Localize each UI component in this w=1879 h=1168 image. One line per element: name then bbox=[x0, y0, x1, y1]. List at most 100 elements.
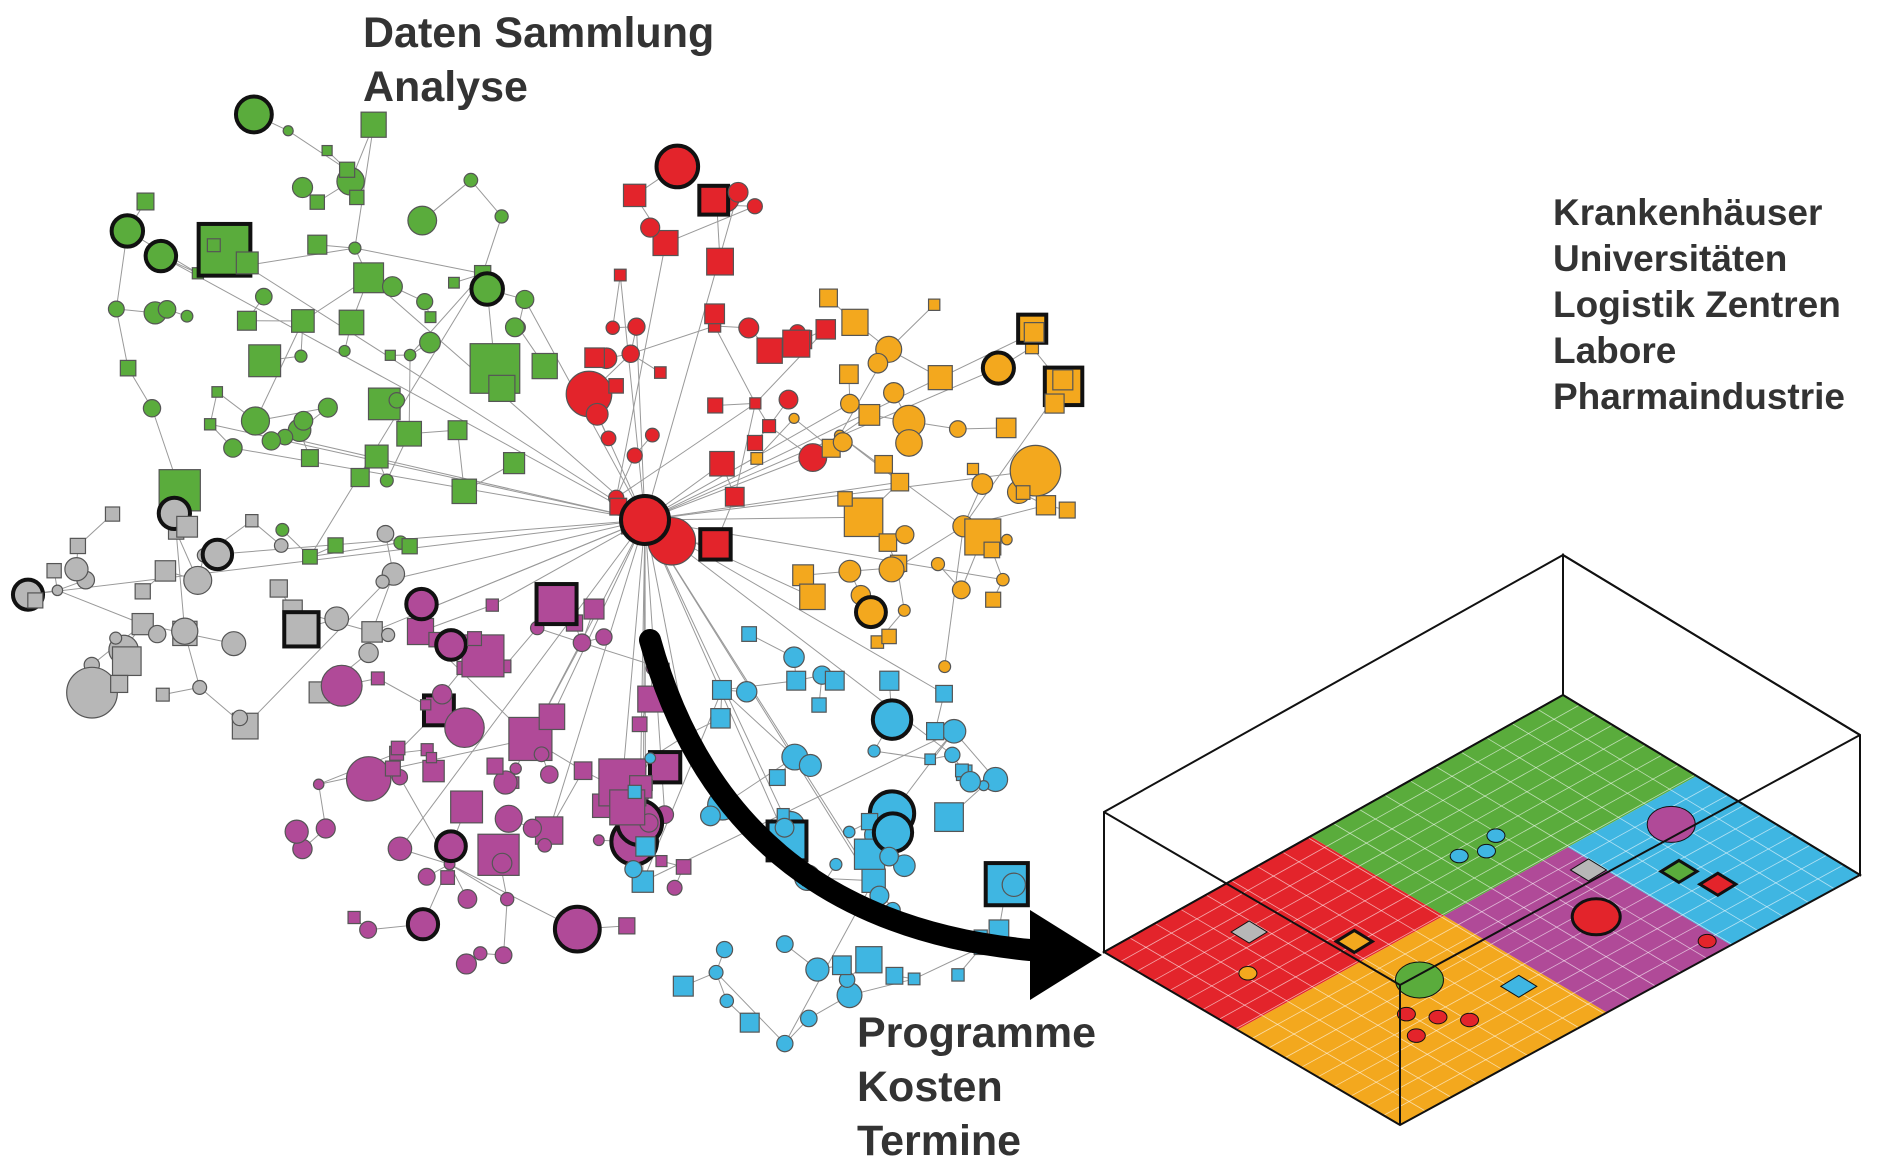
network-node-circle bbox=[593, 835, 604, 846]
platform-item bbox=[1698, 934, 1716, 948]
network-node-square bbox=[397, 421, 422, 446]
network-node-square bbox=[237, 311, 256, 330]
network-node-circle bbox=[110, 632, 122, 644]
network-node-square bbox=[859, 405, 880, 426]
network-node-circle bbox=[495, 210, 508, 223]
network-node-square bbox=[537, 584, 577, 624]
network-node-square bbox=[421, 700, 431, 710]
network-node-square bbox=[656, 856, 667, 867]
network-node-square bbox=[875, 456, 893, 474]
network-node-circle bbox=[67, 667, 118, 718]
network-node-square bbox=[711, 709, 730, 728]
network-node-circle bbox=[283, 126, 293, 136]
network-node-square bbox=[886, 967, 903, 984]
network-node-square bbox=[1024, 323, 1044, 343]
network-node-circle bbox=[321, 665, 362, 706]
network-edge bbox=[57, 590, 142, 624]
network-node-square bbox=[574, 762, 592, 780]
network-node-square bbox=[925, 754, 936, 765]
network-node-square bbox=[351, 468, 369, 486]
network-node-circle bbox=[645, 753, 656, 764]
network-node-circle bbox=[294, 411, 313, 430]
network-node-circle bbox=[108, 301, 124, 317]
network-node-square bbox=[769, 770, 785, 786]
network-node-square bbox=[539, 704, 564, 729]
network-node-circle bbox=[359, 643, 378, 662]
network-edge bbox=[378, 678, 426, 704]
network-node-square bbox=[105, 507, 119, 521]
platform-item bbox=[1407, 1029, 1425, 1043]
network-edge bbox=[613, 275, 621, 328]
network-node-square bbox=[322, 146, 332, 156]
network-node-circle bbox=[573, 634, 590, 651]
network-node-square bbox=[632, 717, 647, 732]
network-node-square bbox=[751, 453, 763, 465]
network-node-circle bbox=[879, 557, 904, 582]
network-node-square bbox=[135, 584, 150, 599]
network-node-square bbox=[740, 1013, 759, 1032]
network-node-square bbox=[750, 398, 761, 409]
network-node-square bbox=[763, 420, 776, 433]
network-node-square bbox=[207, 239, 220, 252]
network-node-square bbox=[673, 976, 693, 996]
network-node-square bbox=[986, 592, 1001, 607]
stakeholder-item: Labore bbox=[1553, 328, 1845, 374]
network-node-circle bbox=[952, 581, 970, 599]
network-node-circle bbox=[874, 813, 912, 851]
network-node-circle bbox=[193, 680, 207, 694]
network-node-square bbox=[967, 463, 978, 474]
stakeholder-list: Krankenhäuser Universitäten Logistik Zen… bbox=[1553, 190, 1845, 420]
network-node-square bbox=[205, 419, 216, 430]
network-node-square bbox=[270, 580, 287, 597]
network-node-circle bbox=[839, 560, 861, 582]
network-node-square bbox=[825, 671, 844, 690]
network-node-circle bbox=[418, 868, 435, 885]
network-node-circle bbox=[830, 858, 842, 870]
network-node-circle bbox=[158, 301, 176, 319]
network-node-circle bbox=[775, 818, 794, 837]
network-node-square bbox=[70, 538, 85, 553]
network-node-square bbox=[308, 235, 327, 254]
network-node-circle bbox=[388, 837, 411, 860]
network-node-circle bbox=[596, 629, 612, 645]
network-node-circle bbox=[262, 432, 280, 450]
network-node-circle bbox=[241, 407, 269, 435]
network-node-circle bbox=[667, 880, 682, 895]
network-node-circle bbox=[843, 826, 854, 837]
network-node-circle bbox=[777, 1035, 793, 1051]
network-node-circle bbox=[382, 628, 395, 641]
network-node-circle bbox=[884, 383, 904, 403]
network-node-circle bbox=[458, 890, 477, 909]
network-node-circle bbox=[432, 685, 451, 704]
platform-item bbox=[1461, 1013, 1479, 1027]
network-node-circle bbox=[474, 947, 487, 960]
network-node-square bbox=[928, 366, 952, 390]
network-node-square bbox=[585, 348, 605, 368]
network-node-square bbox=[840, 365, 859, 384]
network-node-square bbox=[391, 741, 405, 755]
stakeholder-item: Universitäten bbox=[1553, 236, 1845, 282]
network-node-square bbox=[113, 647, 142, 676]
network-node-circle bbox=[501, 893, 514, 906]
network-node-circle bbox=[806, 958, 829, 981]
network-node-circle bbox=[801, 1010, 817, 1026]
network-node-circle bbox=[942, 719, 966, 743]
network-node-square bbox=[676, 860, 691, 875]
network-node-circle bbox=[627, 448, 642, 463]
network-edge bbox=[116, 309, 128, 368]
network-node-circle bbox=[149, 625, 166, 642]
network-node-square bbox=[452, 479, 476, 503]
network-node-circle bbox=[492, 853, 512, 873]
network-node-circle bbox=[445, 708, 484, 747]
network-node-square bbox=[354, 263, 384, 293]
platform-item bbox=[1487, 829, 1505, 843]
network-node-circle bbox=[950, 421, 967, 438]
platform-item bbox=[1450, 849, 1468, 863]
network-node-square bbox=[1016, 486, 1030, 500]
network-node-square bbox=[236, 252, 258, 274]
network-node-circle bbox=[555, 907, 600, 952]
network-node-square bbox=[623, 184, 645, 206]
network-node-square bbox=[1036, 496, 1055, 515]
network-edge bbox=[204, 520, 645, 555]
